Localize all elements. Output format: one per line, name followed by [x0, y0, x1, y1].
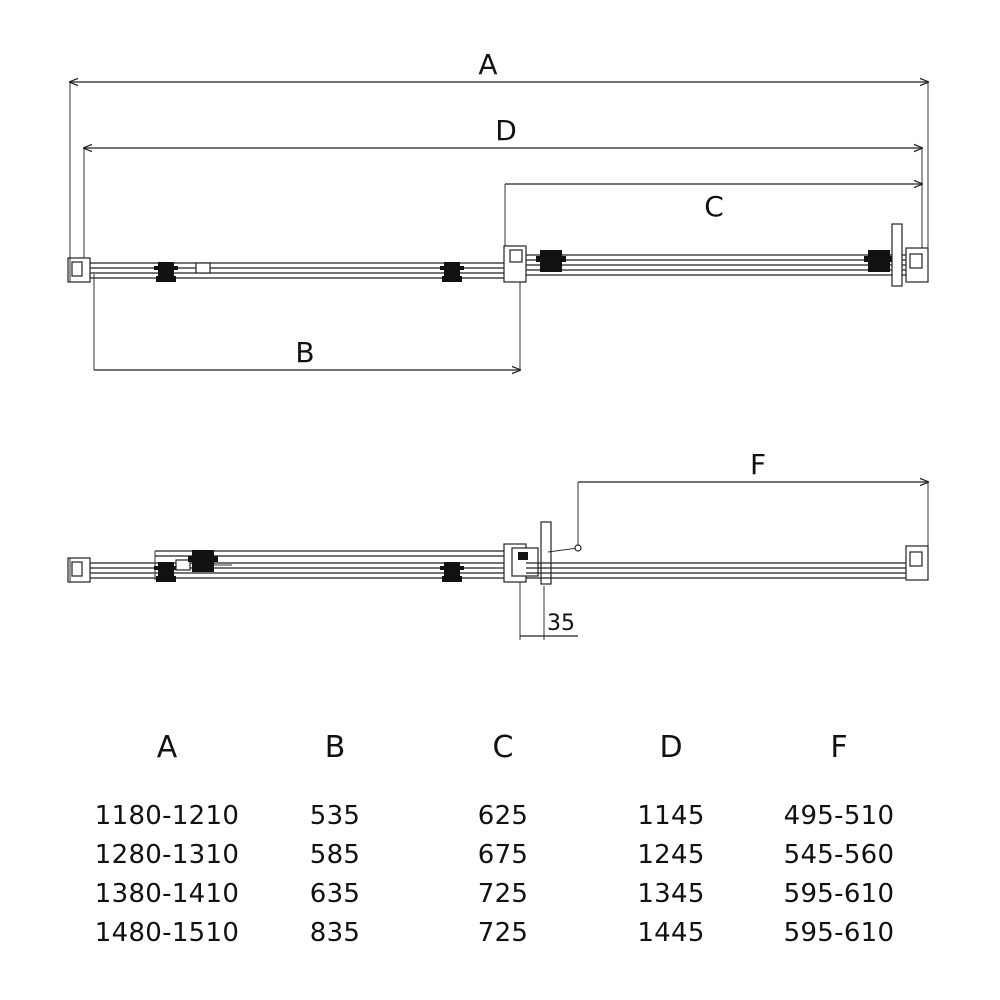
table-cell: 1280-1310	[94, 840, 240, 870]
table-cell: 625	[477, 801, 529, 831]
dimension-a-label: A	[478, 48, 497, 81]
table-cell: 1380-1410	[94, 879, 240, 909]
table-cell: 1145	[637, 801, 705, 831]
handle-icon	[891, 223, 903, 287]
table-cell: 585	[309, 840, 361, 870]
table-cell: 595-610	[783, 918, 895, 948]
table-cell: 1480-1510	[94, 918, 240, 948]
table-header-cell: C	[492, 730, 514, 765]
table-header-cell: B	[324, 730, 346, 765]
handle-icon	[540, 521, 552, 585]
fixed-panel	[67, 257, 512, 283]
dimension-b: B	[93, 274, 520, 370]
shower-door-dimension-drawing: A D C B	[67, 48, 1000, 640]
table-cell: 635	[309, 879, 361, 909]
roller-icon	[188, 550, 218, 572]
roller-icon	[440, 562, 464, 582]
table-cell: 545-560	[783, 840, 895, 870]
table-cell: 1445	[637, 918, 705, 948]
dimension-a: A	[70, 48, 928, 262]
roller-icon	[864, 250, 894, 272]
table-cell: 675	[477, 840, 529, 870]
dimension-c-label: C	[704, 190, 724, 223]
table-cell: 1245	[637, 840, 705, 870]
dimension-c: C	[504, 184, 922, 252]
dimension-f: F	[577, 448, 928, 550]
dimension-f-label: F	[750, 448, 766, 481]
closed-view: A D C B	[67, 48, 929, 370]
table-cell: 1345	[637, 879, 705, 909]
dimension-35-label: 35	[547, 611, 575, 636]
table-cell: 725	[477, 879, 529, 909]
dimension-b-label: B	[295, 336, 314, 369]
table-header-cell: D	[659, 730, 683, 765]
table-cell: 535	[309, 801, 361, 831]
table-cell: 835	[309, 918, 361, 948]
roller-icon	[536, 250, 566, 272]
table-cell: 1180-1210	[94, 801, 240, 831]
table-cell: 495-510	[783, 801, 895, 831]
table-cell: 595-610	[783, 879, 895, 909]
table-cell: 725	[477, 918, 529, 948]
roller-icon	[440, 262, 464, 282]
dimension-35: 35	[519, 582, 578, 640]
dimension-d-label: D	[495, 114, 517, 147]
sliding-panel	[503, 223, 929, 287]
dimension-d: D	[84, 114, 922, 262]
roller-icon	[154, 562, 178, 582]
table-header-cell: A	[156, 730, 178, 765]
table-header-cell: F	[830, 730, 848, 765]
open-view: F	[67, 448, 928, 640]
roller-icon	[154, 262, 178, 282]
